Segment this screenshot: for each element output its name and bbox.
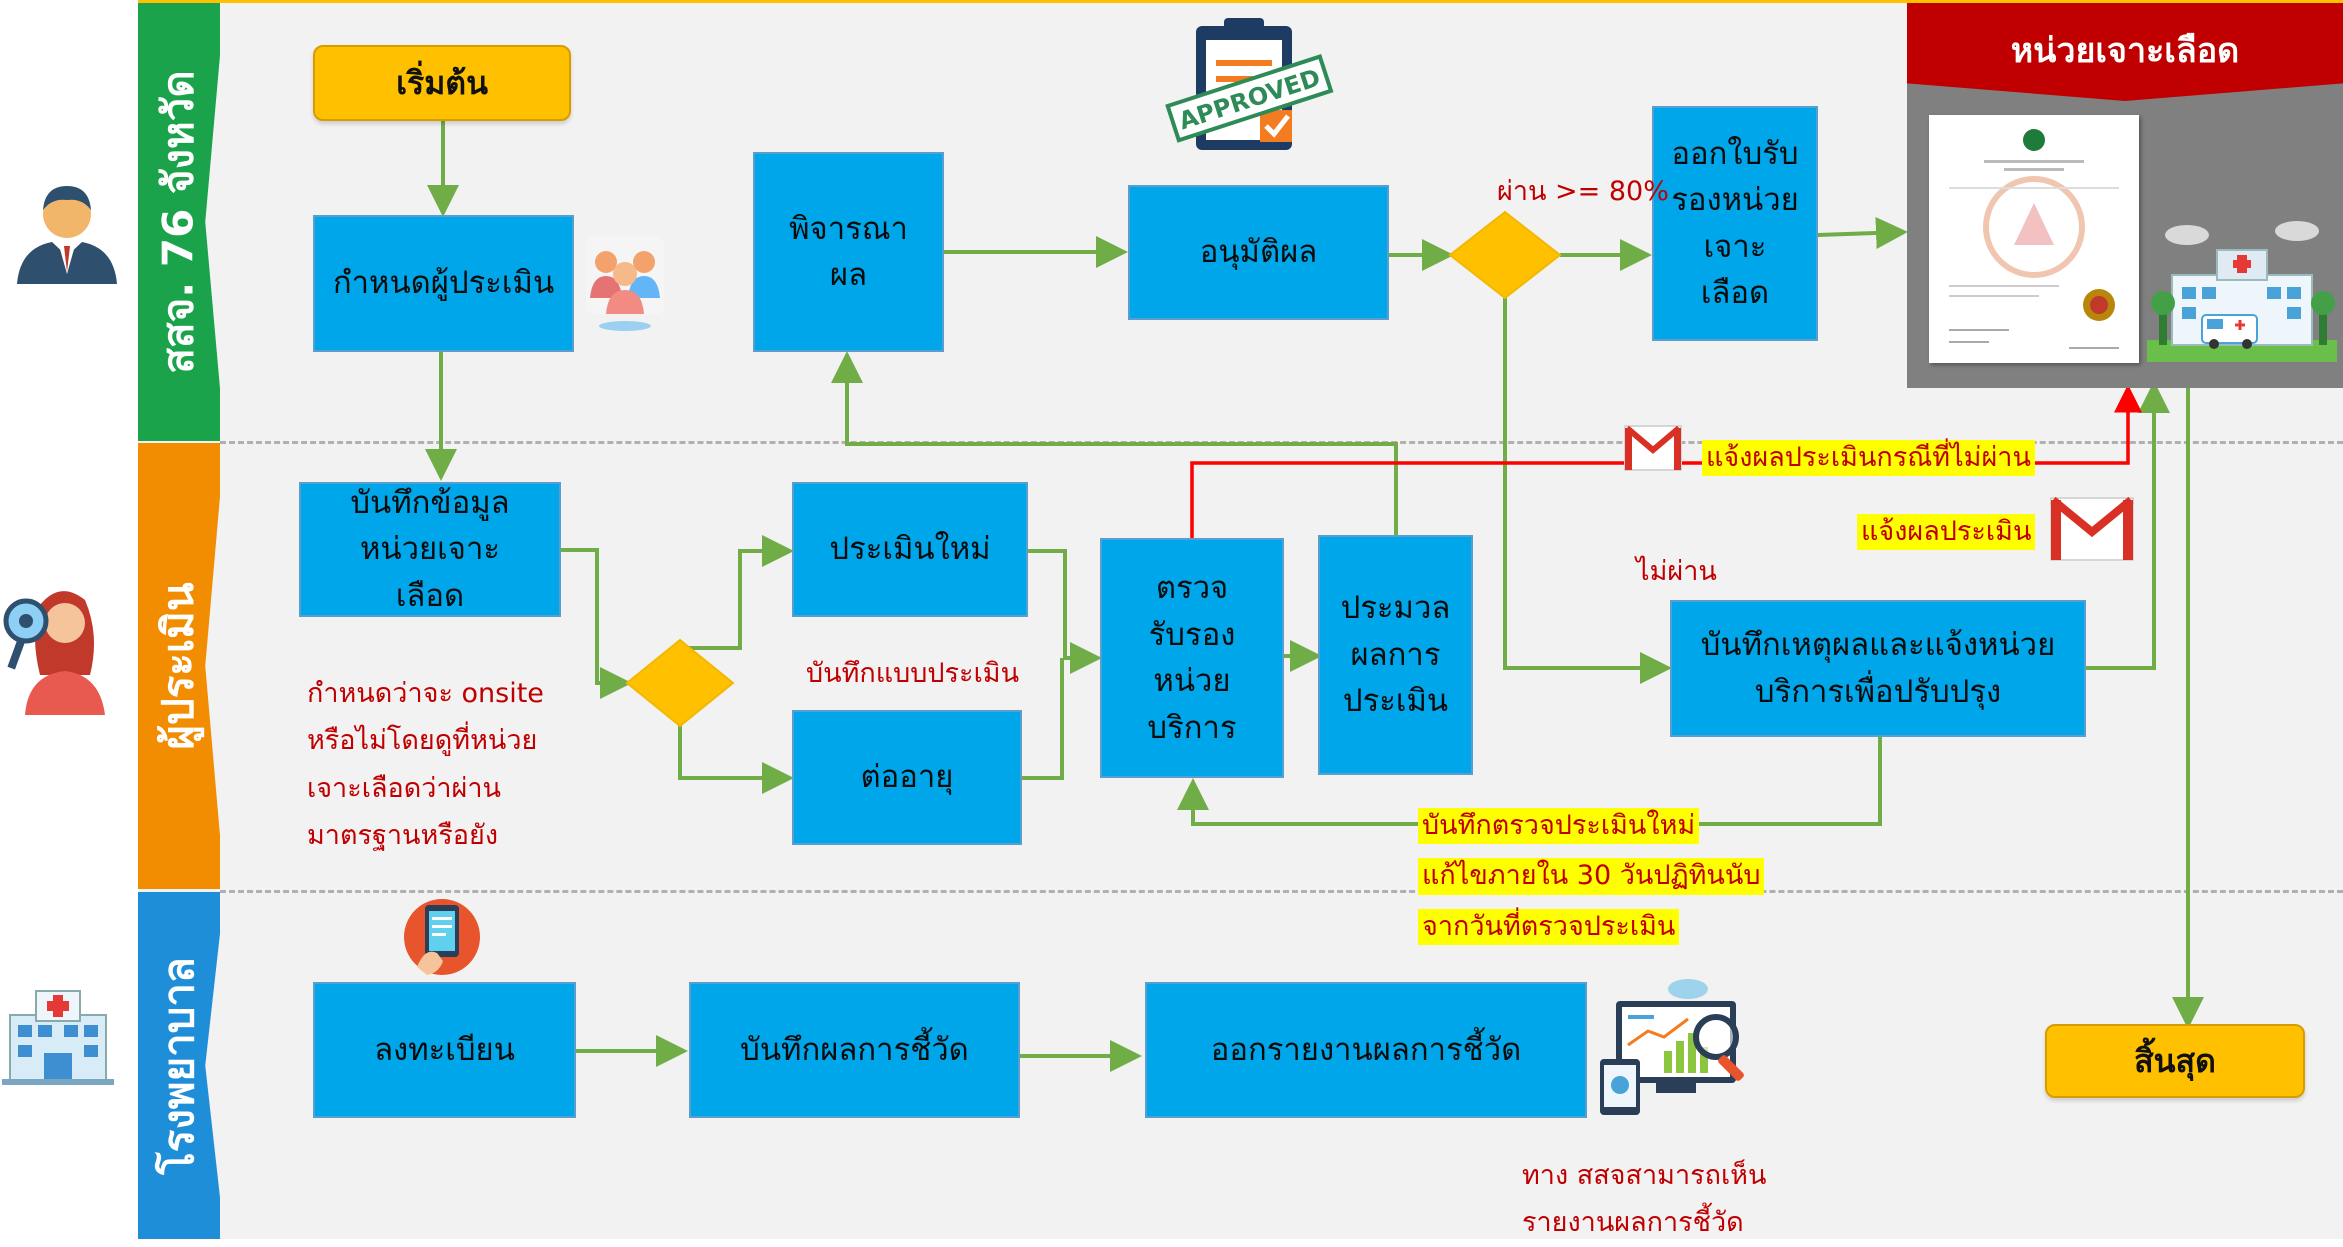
result-panel: หน่วยเจาะเลือด [1907, 3, 2343, 388]
certificate-icon [1929, 115, 2139, 363]
pass-threshold-label: ผ่าน >= 80% [1497, 176, 1669, 207]
arrow-diamond-renew [678, 718, 794, 794]
analytics-icon [1598, 975, 1758, 1120]
onsite-note: กำหนดว่าจะ onsite หรือไม่โดยดูที่หน่วย เ… [307, 678, 544, 851]
top-border [138, 0, 2343, 3]
arrow-certificate-panel [1817, 216, 1908, 249]
fail-label: ไม่ผ่าน [1636, 556, 1717, 587]
reassess-note: บันทึกตรวจประเมินใหม่ แก้ไขภายใน 30 วันป… [1418, 808, 1765, 946]
new-assessment-box: ประเมินใหม่ [792, 482, 1028, 617]
notify-result-label: แจ้งผลประเมิน [1857, 514, 2036, 551]
arrow-process-consider [831, 351, 1398, 535]
notify-fail-label: แจ้งผลประเมินกรณีที่ไม่ผ่าน [1702, 440, 2035, 477]
manager-icon [12, 176, 122, 286]
gmail-icon [1623, 418, 1683, 476]
consider-result-box: พิจารณาผล [753, 152, 944, 352]
record-reason-box: บันทึกเหตุผลและแจ้งหน่วยบริการเพื่อปรับป… [1670, 600, 2086, 737]
arrow-diamond-new [680, 535, 794, 650]
assign-assessor-box: กำหนดผู้ประเมิน [313, 215, 574, 352]
record-unit-box: บันทึกข้อมูลหน่วยเจาะเลือด [299, 482, 561, 617]
arrow-reason-panel [2086, 381, 2170, 670]
result-panel-header: หน่วยเจาะเลือด [1907, 3, 2343, 101]
register-box: ลงทะเบียน [313, 982, 576, 1118]
approved-clipboard-icon: APPROVED [1160, 14, 1335, 154]
decision-diamond-pass [1448, 210, 1562, 300]
gmail-icon [2047, 486, 2137, 570]
people-group-icon [584, 232, 666, 332]
inspect-unit-box: ตรวจรับรองหน่วยบริการ [1100, 538, 1284, 778]
arrow-renew-inspect [1022, 658, 1064, 780]
start-node: เริ่มต้น [313, 45, 571, 121]
hospital-icon [2, 975, 114, 1087]
record-form-label: บันทึกแบบประเมิน [806, 658, 1020, 689]
renew-box: ต่ออายุ [792, 710, 1022, 845]
arrow-record-diamond [561, 548, 632, 699]
hospital-ambulance-icon [2147, 215, 2337, 365]
decision-diamond-onsite [625, 638, 735, 728]
tablet-icon [403, 897, 481, 979]
lane-divider-2 [220, 890, 2343, 893]
arrow-new-inspect [1028, 549, 1102, 674]
assessor-icon [0, 575, 110, 715]
report-note: ทาง สสจสามารถเห็น รายงานผลการชี้วัด [1522, 1160, 1767, 1239]
end-node: สิ้นสุด [2045, 1024, 2305, 1098]
arrow-diamond-fail [1503, 298, 1672, 684]
process-results-box: ประมวลผลการประเมิน [1318, 535, 1473, 775]
record-indicators-box: บันทึกผลการชี้วัด [689, 982, 1020, 1118]
indicator-report-box: ออกรายงานผลการชี้วัด [1145, 982, 1587, 1118]
approve-result-box: อนุมัติผล [1128, 185, 1389, 320]
issue-certificate-box: ออกใบรับรองหน่วยเจาะเลือด [1652, 106, 1818, 341]
